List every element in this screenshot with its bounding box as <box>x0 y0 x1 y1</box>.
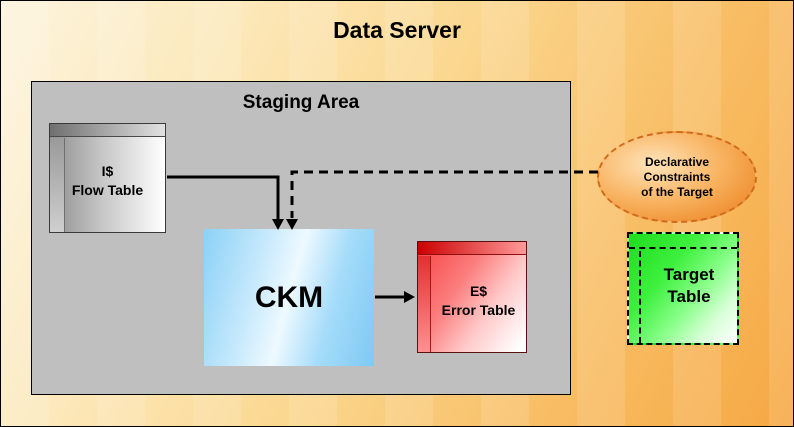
target-table-label: Target Table <box>641 264 737 308</box>
error-table-icon: E$ Error Table <box>417 241 527 353</box>
ckm-box: CKM <box>204 229 374 366</box>
target-table-left-column <box>629 251 641 343</box>
error-table-label: E$ Error Table <box>431 282 526 320</box>
declarative-constraints-ellipse: Declarative Constraints of the Target <box>597 131 757 223</box>
constraints-line3: of the Target <box>641 184 713 199</box>
staging-area-label: Staging Area <box>242 92 360 113</box>
target-table-line1: Target <box>663 265 715 284</box>
ckm-label: CKM <box>254 280 324 314</box>
error-table-header-row <box>418 242 526 255</box>
target-table-icon: Target Table <box>627 232 739 345</box>
flow-table-type: Flow Table <box>71 182 144 198</box>
target-table-line2: Table <box>667 287 711 306</box>
flow-table-header-row <box>50 124 165 137</box>
error-table-name: E$ <box>469 283 488 299</box>
target-table-header-row <box>629 234 737 249</box>
diagram-title: Data Server <box>333 17 461 43</box>
flow-table-icon: I$ Flow Table <box>49 123 166 233</box>
flow-table-label: I$ Flow Table <box>50 162 165 200</box>
flow-table-left-column <box>50 138 65 232</box>
constraints-line1: Declarative <box>644 154 710 169</box>
error-table-type: Error Table <box>441 302 516 318</box>
flow-table-name: I$ <box>101 163 114 179</box>
error-table-left-column <box>418 256 431 352</box>
constraints-line2: Constraints <box>643 169 711 184</box>
